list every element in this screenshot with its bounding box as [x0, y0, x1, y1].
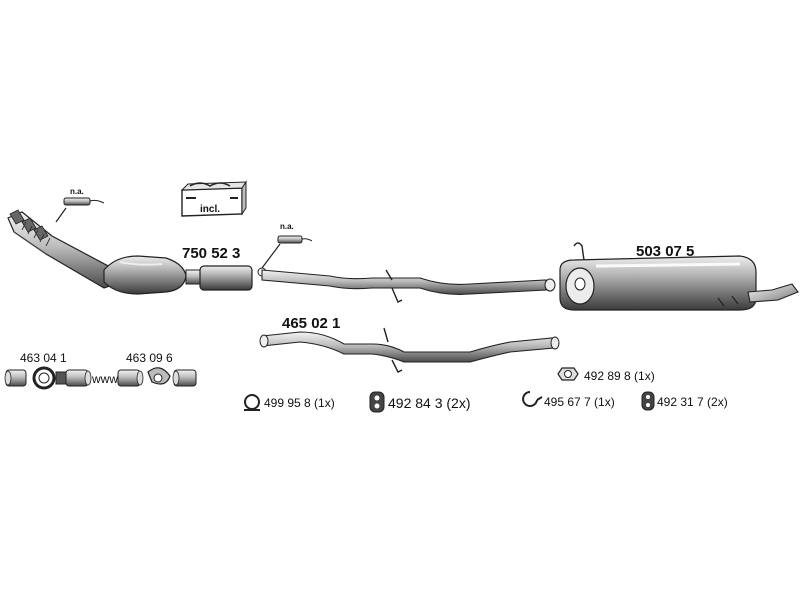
- lambda-sensor-1: [55, 197, 105, 223]
- hardware-2-label: 492 84 3 (2x): [388, 395, 471, 411]
- clamp-ring-icon: [244, 394, 260, 411]
- hardware-1-label: 499 95 8 (1x): [264, 396, 335, 410]
- clamp-set-1: [4, 366, 92, 390]
- hardware-3-label: 492 89 8 (1x): [584, 369, 655, 383]
- front-pipe-part-number: 465 02 1: [282, 315, 340, 332]
- intermediate-pipe: [261, 269, 556, 303]
- na-label-2: n.a.: [280, 222, 294, 231]
- clamp-set-2: [117, 367, 197, 387]
- mounting-kit-box: [180, 180, 247, 217]
- incl-label: incl.: [200, 204, 220, 215]
- front-pipe: [259, 327, 560, 373]
- rubber-mount-icon: [369, 391, 385, 413]
- clamp-set-1-part-number: 463 04 1: [20, 351, 67, 365]
- www-label: www.: [91, 372, 121, 386]
- cat-part-number: 750 52 3: [182, 245, 240, 262]
- gasket-ring-icon: [557, 367, 579, 381]
- clamp-set-2-part-number: 463 09 6: [126, 351, 173, 365]
- lambda-sensor-2: [261, 235, 313, 269]
- rear-silencer-part-number: 503 07 5: [636, 243, 694, 260]
- catalytic-converter: [103, 255, 201, 295]
- front-downpipe: [7, 209, 123, 289]
- rear-silencer: [559, 242, 799, 311]
- middle-silencer: [199, 265, 267, 291]
- hardware-4-label: 495 67 7 (1x): [544, 395, 615, 409]
- na-label-1: n.a.: [70, 187, 84, 196]
- hardware-5-label: 492 31 7 (2x): [657, 395, 728, 409]
- pipe-clip-icon: [522, 391, 543, 407]
- rubber-hanger-icon: [641, 391, 655, 411]
